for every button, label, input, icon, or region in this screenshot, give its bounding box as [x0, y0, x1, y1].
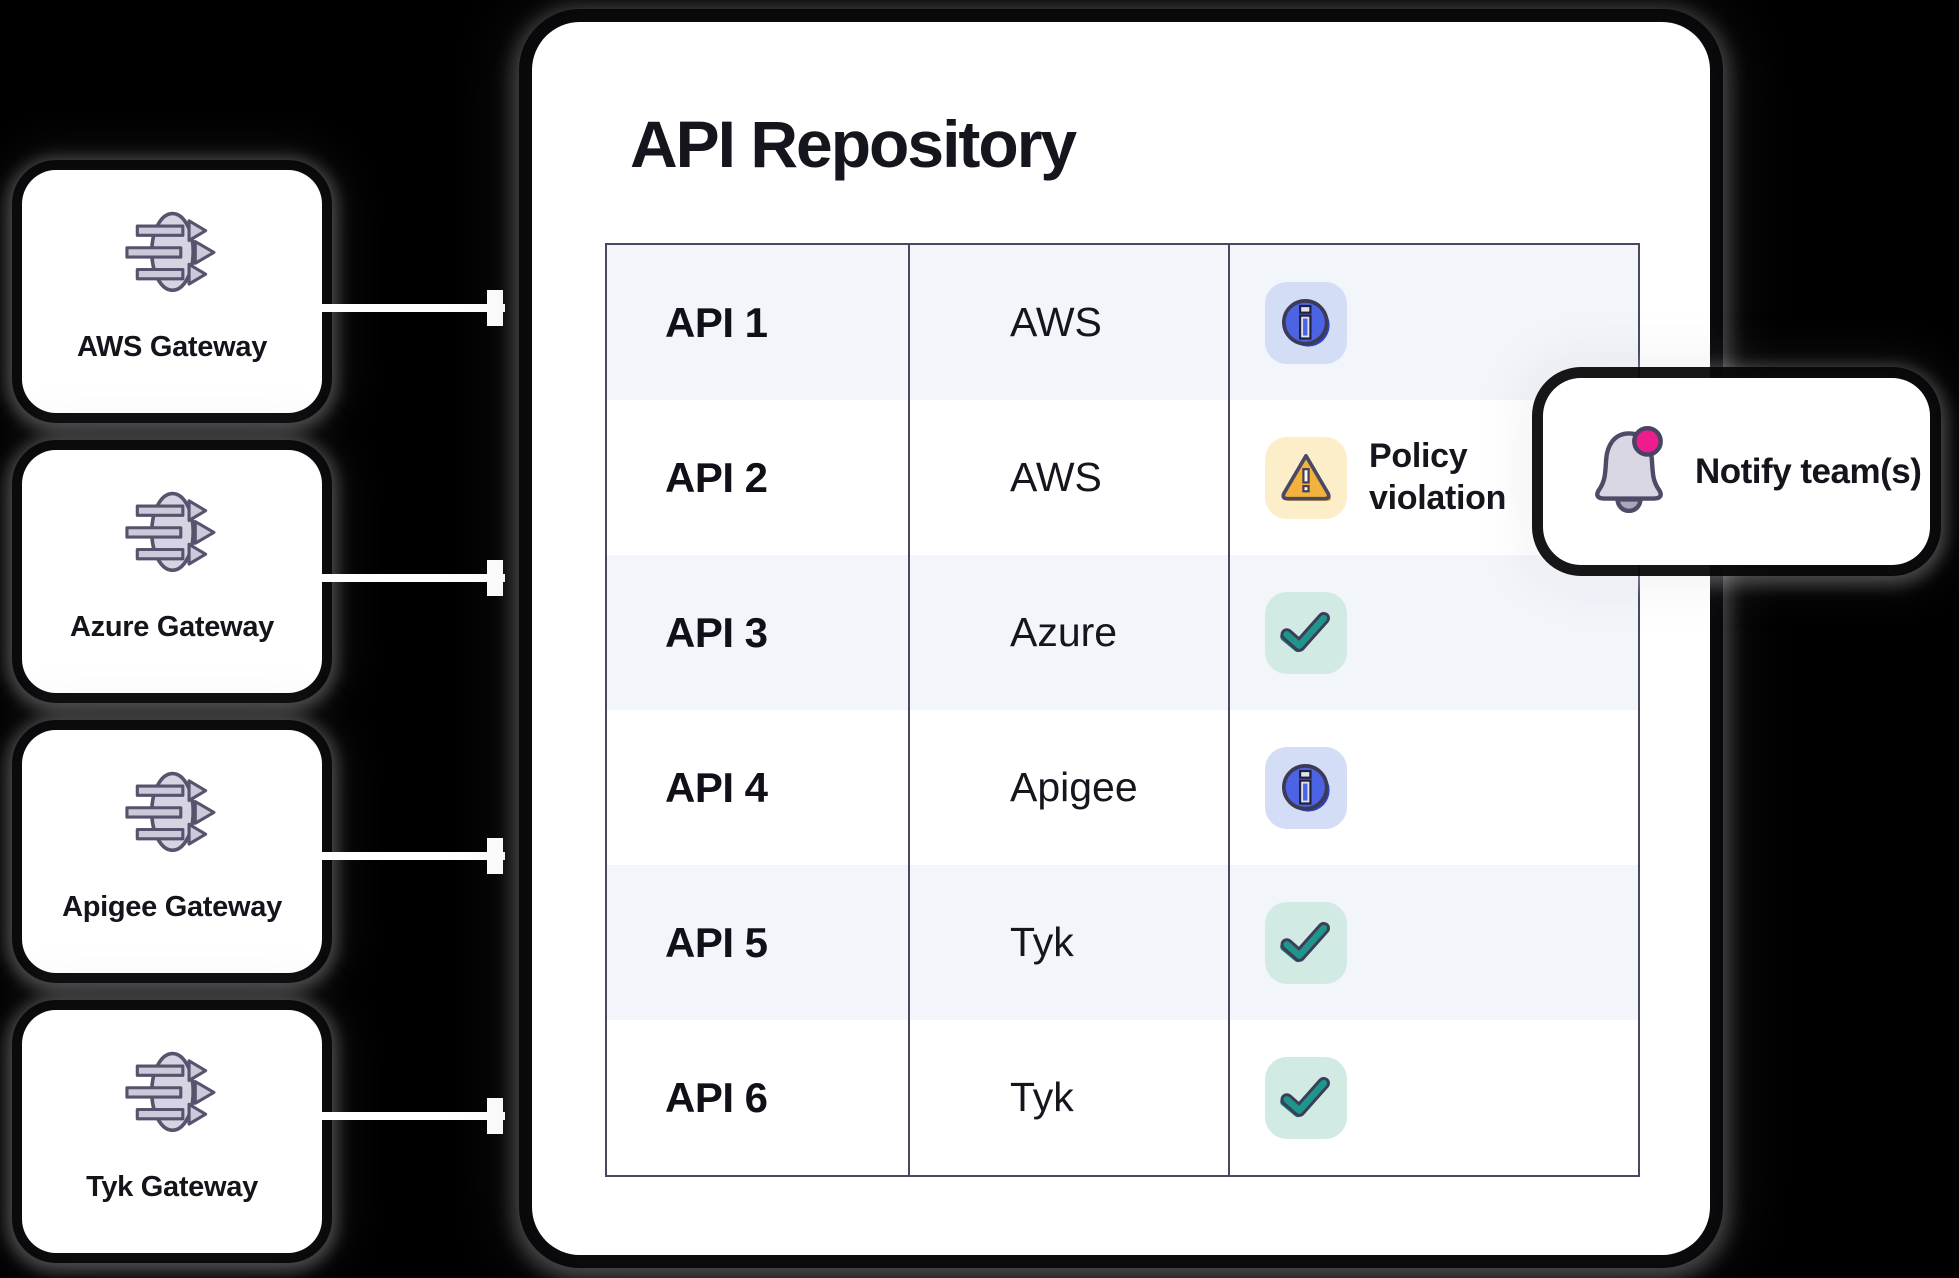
provider-cell: Tyk	[910, 865, 1230, 1020]
api-name-cell: API 5	[607, 865, 910, 1020]
gateway-arrows-icon	[110, 196, 235, 319]
status-badge	[1265, 901, 1347, 984]
connector-endcap	[487, 290, 503, 326]
warning-triangle-icon	[1281, 453, 1331, 501]
gateway-arrows-icon	[110, 1036, 235, 1159]
gateway-card-label: Azure Gateway	[69, 611, 274, 643]
status-cell	[1230, 865, 1638, 1020]
notify-card: Notify team(s)	[1543, 378, 1930, 565]
status-badge	[1265, 591, 1347, 674]
table-row: API 6 Tyk	[607, 1020, 1638, 1175]
gateway-card: Tyk Gateway	[22, 1010, 322, 1253]
connector-line	[322, 838, 505, 874]
gateway-card-label: Apigee Gateway	[62, 891, 282, 923]
table-row: API 5 Tyk	[607, 865, 1638, 1020]
status-badge	[1265, 746, 1347, 829]
info-icon	[1282, 763, 1330, 812]
connector-endcap	[487, 838, 503, 874]
check-icon	[1280, 1076, 1330, 1117]
connector-endcap	[487, 1098, 503, 1134]
table-row: API 1 AWS	[607, 245, 1638, 400]
provider-cell: AWS	[910, 245, 1230, 400]
gateway-card-label: Tyk Gateway	[86, 1171, 258, 1203]
provider-cell: Apigee	[910, 710, 1230, 865]
status-badge	[1265, 436, 1347, 519]
api-table: API 1 AWS API 2 AWS	[605, 243, 1640, 1177]
api-name-cell: API 4	[607, 710, 910, 865]
provider-cell: Tyk	[910, 1020, 1230, 1175]
status-cell	[1230, 555, 1638, 710]
gateway-card: Azure Gateway	[22, 450, 322, 693]
check-icon	[1280, 611, 1330, 652]
notify-label: Notify team(s)	[1695, 451, 1922, 491]
api-repository-panel: API Repository API 1 AWS API 2 AWS	[532, 22, 1710, 1255]
status-badge	[1265, 1056, 1347, 1139]
gateway-card: Apigee Gateway	[22, 730, 322, 973]
provider-cell: AWS	[910, 400, 1230, 555]
api-table-body: API 1 AWS API 2 AWS	[607, 245, 1638, 1175]
api-name-cell: API 6	[607, 1020, 910, 1175]
table-row: API 4 Apigee	[607, 710, 1638, 865]
api-name-cell: API 2	[607, 400, 910, 555]
gateway-card: AWS Gateway	[22, 170, 322, 413]
connector-line	[322, 290, 505, 326]
status-cell	[1230, 245, 1638, 400]
status-cell: Policy violation	[1230, 400, 1638, 555]
gateway-card-label: AWS Gateway	[76, 331, 268, 363]
gateway-arrows-icon	[110, 476, 235, 599]
gateway-arrows-icon	[110, 756, 235, 879]
api-name-cell: API 3	[607, 555, 910, 710]
bell-notification-icon	[1585, 421, 1673, 523]
status-cell	[1230, 1020, 1638, 1175]
table-row: API 3 Azure	[607, 555, 1638, 710]
status-badge	[1265, 281, 1347, 364]
notification-dot	[1632, 425, 1663, 457]
api-name-cell: API 1	[607, 245, 910, 400]
status-note: Policy violation	[1369, 437, 1507, 517]
table-row: API 2 AWS Policy violation	[607, 400, 1638, 555]
info-icon	[1282, 298, 1330, 347]
connector-endcap	[487, 560, 503, 596]
panel-title: API Repository	[630, 107, 1077, 181]
check-icon	[1280, 921, 1330, 962]
provider-cell: Azure	[910, 555, 1230, 710]
status-cell	[1230, 710, 1638, 865]
connector-line	[322, 1098, 505, 1134]
connector-line	[322, 560, 505, 596]
